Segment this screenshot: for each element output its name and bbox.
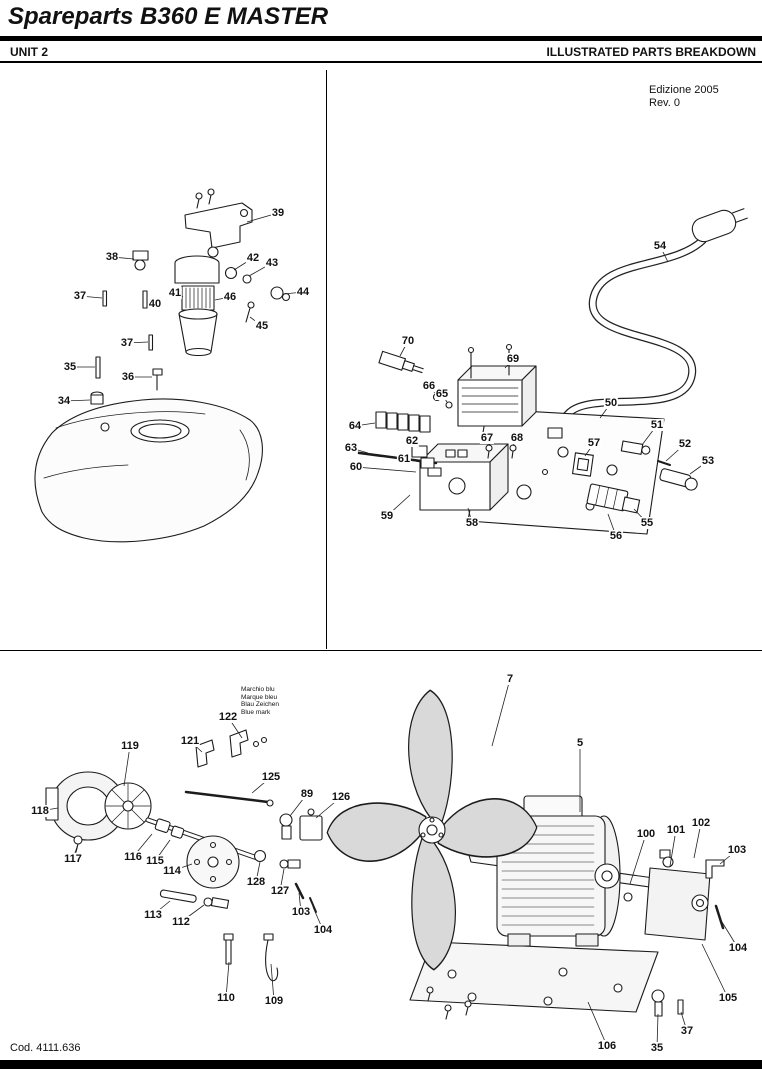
leader-line: [491, 678, 511, 747]
leader-line: [214, 296, 231, 301]
subhead-rule: [0, 61, 762, 63]
leader-line: [665, 443, 686, 462]
leader-line: [152, 900, 171, 916]
leader-line: [689, 460, 709, 475]
page-title: Spareparts B360 E MASTER: [8, 3, 329, 30]
leader-line: [126, 341, 149, 344]
panel-divider-vertical: [326, 70, 327, 649]
leader-line: [355, 466, 417, 473]
leader-line: [386, 494, 411, 517]
leader-line: [189, 740, 203, 753]
leader-line: [174, 292, 184, 298]
leader-line: [123, 745, 131, 787]
blue-mark-note: Marchio blu Marque bleu Blau Zeichen Blu…: [241, 686, 279, 716]
electrical-panel-art: [350, 208, 748, 535]
edition-info: Edizione 2005 Rev. 0: [649, 84, 719, 109]
leader-line: [350, 447, 369, 454]
leader-line: [584, 442, 595, 457]
leader-line: [246, 212, 279, 223]
leader-line: [154, 839, 171, 862]
leader-line: [248, 262, 273, 277]
leader-line: [512, 437, 518, 447]
leader-line: [467, 507, 473, 524]
leader-line: [701, 943, 729, 999]
leader-line: [233, 257, 254, 271]
leader-line: [283, 291, 304, 295]
leader-line: [629, 833, 647, 885]
leader-line: [111, 256, 135, 260]
leader-line: [255, 861, 261, 883]
leader-line: [289, 793, 308, 817]
leader-line: [607, 513, 617, 537]
bottom-bar: [0, 1060, 762, 1069]
title-rule: [0, 36, 762, 41]
leader-line: [171, 863, 193, 872]
leader-line: [641, 424, 658, 446]
leader-line: [39, 807, 59, 812]
leader-line: [659, 245, 669, 263]
leader-line: [486, 437, 491, 447]
leader-line: [180, 904, 205, 923]
leader-line: [63, 399, 91, 402]
leader-line: [315, 796, 342, 819]
leader-line: [72, 843, 79, 860]
leader-line: [633, 508, 648, 524]
leader-line: [354, 422, 376, 427]
leader-line: [599, 402, 612, 419]
leader-line: [403, 458, 421, 463]
unit-label: UNIT 2: [10, 45, 49, 59]
leader-line: [693, 822, 702, 859]
leader-line: [279, 868, 285, 892]
panel-divider-horizontal: [0, 650, 762, 651]
leader-line: [721, 921, 739, 949]
leader-line: [147, 299, 156, 305]
leader-line: [441, 393, 448, 403]
section-label: ILLUSTRATED PARTS BREAKDOWN: [546, 45, 756, 59]
leader-line: [249, 316, 263, 327]
motor-fan-art: [45, 689, 725, 1020]
leader-line: [227, 716, 243, 739]
leader-line: [719, 849, 738, 865]
leader-line: [656, 1013, 659, 1049]
leader-line: [680, 1011, 688, 1032]
leader-line: [251, 776, 272, 794]
leader-line: [504, 358, 514, 369]
leader-line: [428, 385, 437, 395]
leader-line: [225, 961, 230, 999]
leader-line: [411, 440, 419, 448]
leader-line: [399, 340, 409, 357]
leader-line: [312, 906, 324, 931]
tank-filter-art: [34, 188, 291, 543]
leader-line: [79, 295, 103, 299]
leader-line: [669, 829, 677, 867]
leader-line: [298, 892, 302, 913]
leader-line: [270, 963, 275, 1002]
leader-line: [587, 1001, 608, 1047]
document-code: Cod. 4111.636: [10, 1042, 81, 1054]
leader-line: [132, 833, 153, 858]
